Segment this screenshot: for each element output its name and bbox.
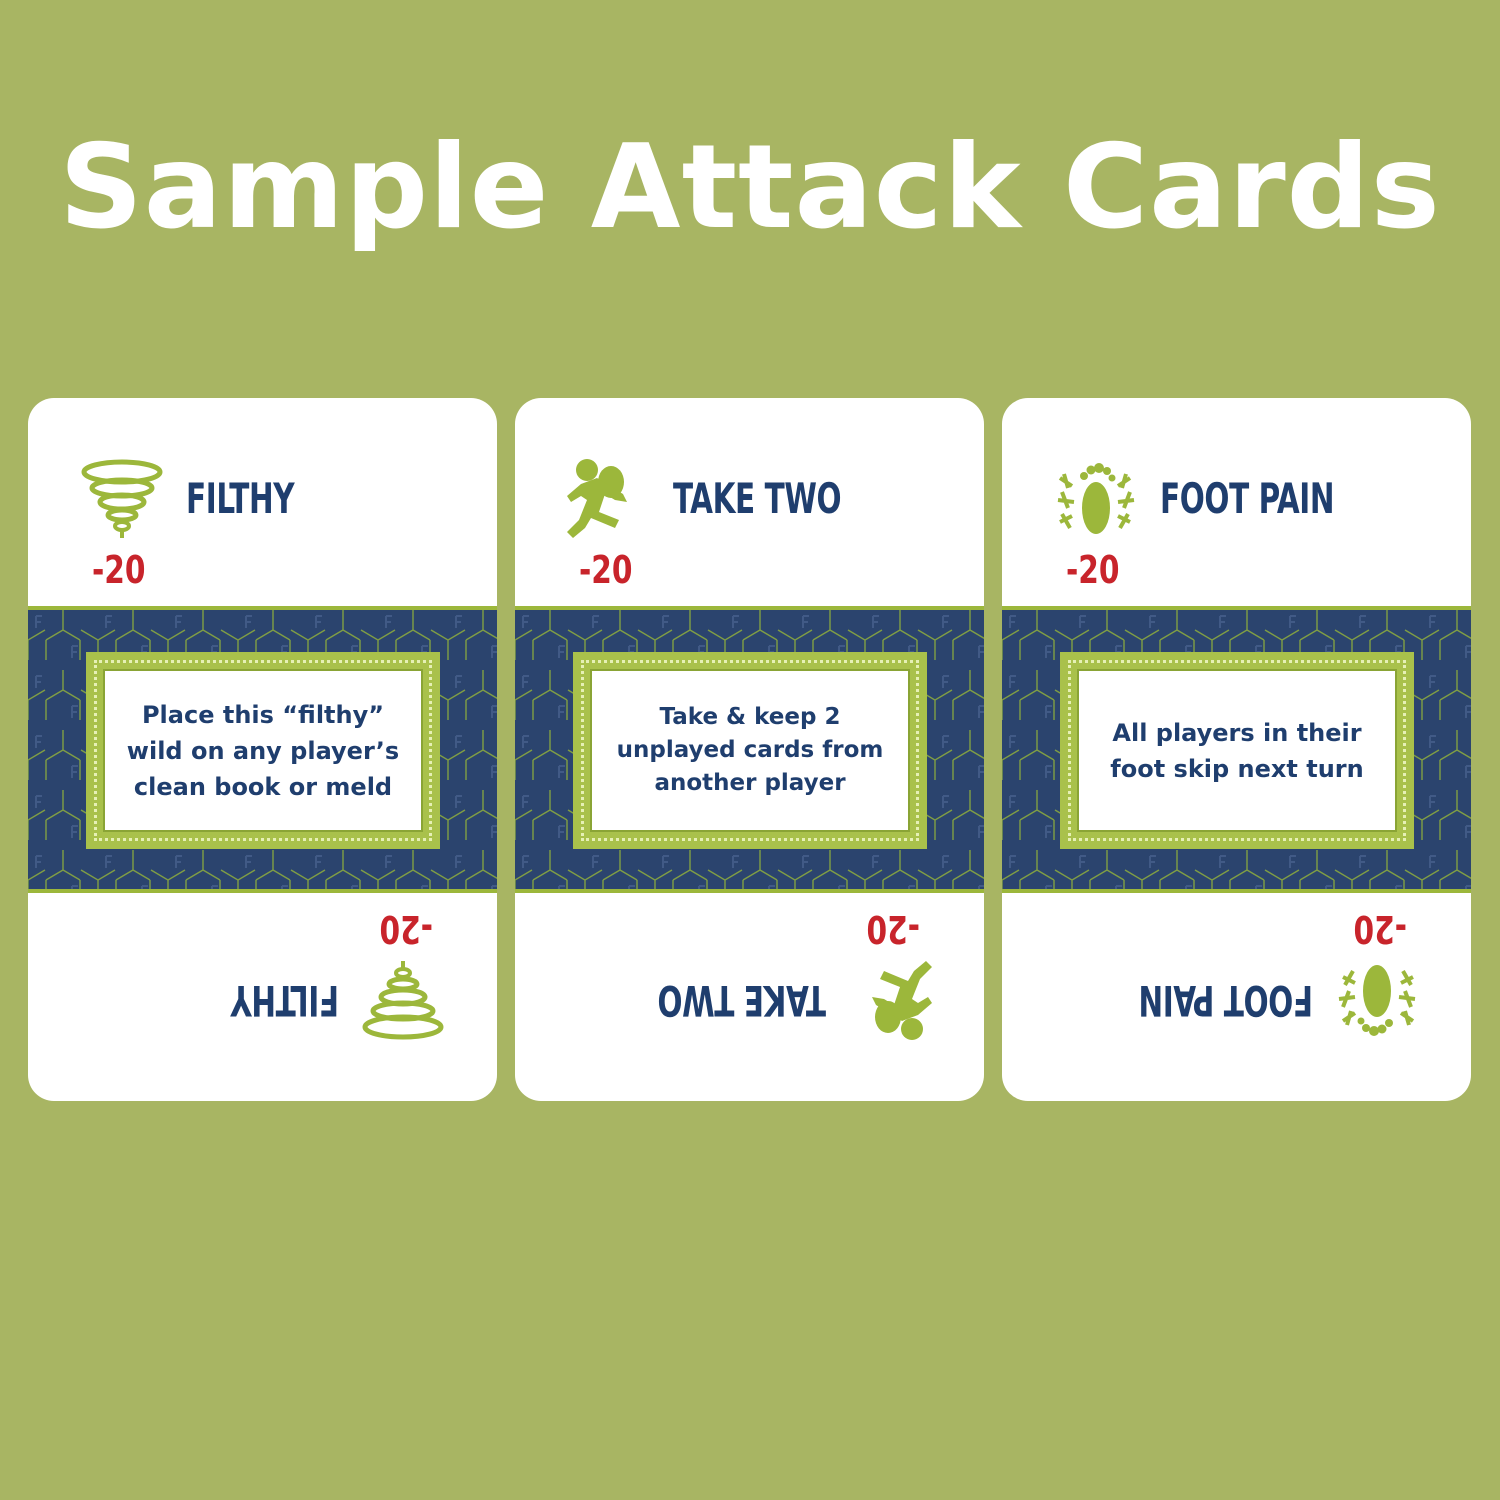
card-text-band: All players in their foot skip next turn — [1002, 606, 1471, 893]
attack-card-take-two: TAKE TWO -20 Take & keep 2 unplayed card… — [515, 398, 984, 1101]
card-text-band: Take & keep 2 unplayed cards from anothe… — [515, 606, 984, 893]
card-text-band: Place this “filthy” wild on any player’s… — [28, 606, 497, 893]
card-title-inverted: TAKE TWO — [657, 976, 826, 1025]
card-text: Take & keep 2 unplayed cards from anothe… — [590, 669, 910, 832]
card-points-inverted: -20 — [866, 907, 920, 951]
card-points-inverted: -20 — [379, 907, 433, 951]
page-heading: Sample Attack Cards — [59, 120, 1441, 255]
card-title: FOOT PAIN — [1160, 474, 1335, 523]
card-title-inverted: FOOT PAIN — [1138, 976, 1313, 1025]
card-text: All players in their foot skip next turn — [1077, 669, 1397, 832]
card-title-inverted: FILTHY — [230, 976, 339, 1025]
card-footer-inverted: FILTHY -20 — [28, 893, 497, 1101]
card-text: Place this “filthy” wild on any player’s… — [103, 669, 423, 832]
card-points: -20 — [1066, 548, 1120, 592]
attack-card-foot-pain: FOOT PAIN -20 All players in their foot … — [1002, 398, 1471, 1101]
thief-running-icon — [872, 961, 932, 1040]
card-title: FILTHY — [186, 474, 295, 523]
card-points: -20 — [579, 548, 633, 592]
card-points: -20 — [92, 548, 146, 592]
tornado-icon — [361, 959, 445, 1043]
card-text-frame: Place this “filthy” wild on any player’s… — [86, 652, 440, 849]
foot-pain-icon — [1056, 461, 1136, 536]
card-points-inverted: -20 — [1353, 907, 1407, 951]
card-row: FILTHY -20 Place this “filthy” wild on a… — [28, 398, 1472, 1101]
card-header: FILTHY -20 — [28, 398, 497, 606]
thief-running-icon — [567, 459, 627, 538]
foot-pain-icon — [1337, 963, 1417, 1038]
card-footer-inverted: TAKE TWO -20 — [515, 893, 984, 1101]
attack-card-filthy: FILTHY -20 Place this “filthy” wild on a… — [28, 398, 497, 1101]
card-text-frame: Take & keep 2 unplayed cards from anothe… — [573, 652, 927, 849]
card-header: TAKE TWO -20 — [515, 398, 984, 606]
card-text-frame: All players in their foot skip next turn — [1060, 652, 1414, 849]
card-title: TAKE TWO — [673, 474, 842, 523]
card-header: FOOT PAIN -20 — [1002, 398, 1471, 606]
tornado-icon — [80, 456, 164, 540]
card-footer-inverted: FOOT PAIN -20 — [1002, 893, 1471, 1101]
